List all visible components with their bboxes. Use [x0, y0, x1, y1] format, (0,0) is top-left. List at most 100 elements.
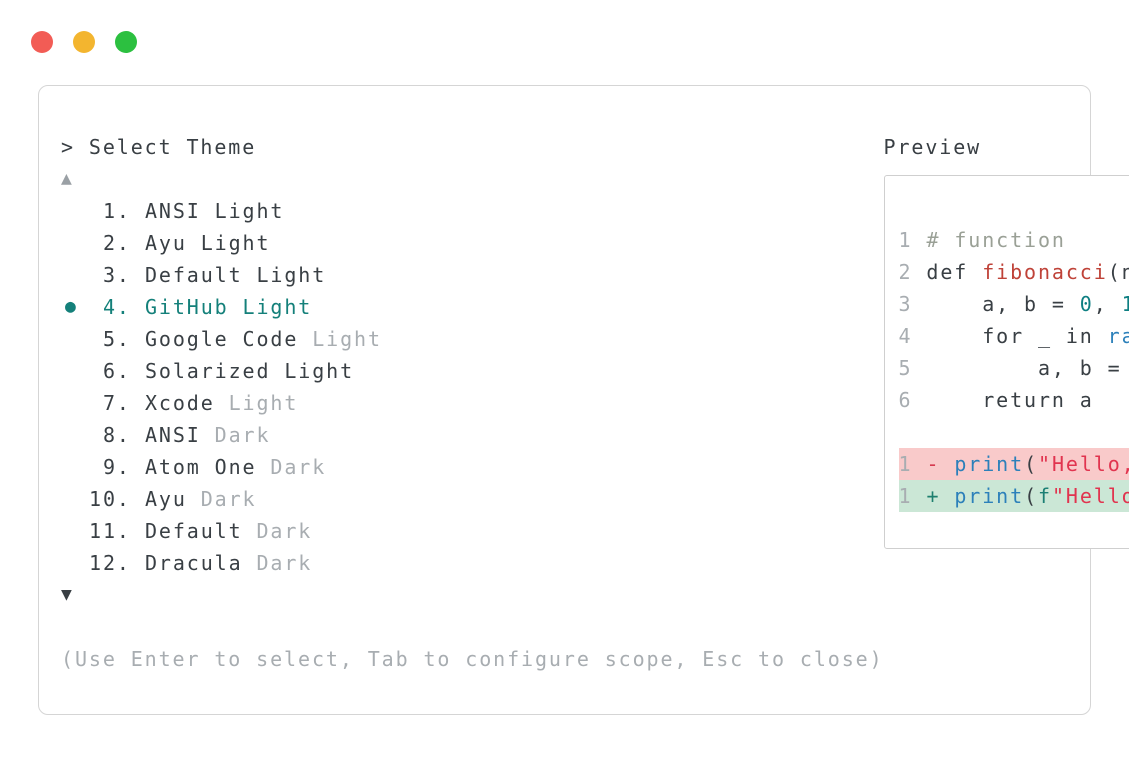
token-plain [912, 452, 926, 476]
bullet-placeholder [61, 483, 89, 515]
minimize-button[interactable] [73, 31, 95, 53]
theme-item-number: 2. [89, 231, 131, 255]
select-theme-prompt: > Select Theme [61, 135, 257, 159]
close-button[interactable] [31, 31, 53, 53]
theme-list-item[interactable]: 2. Ayu Light [61, 227, 884, 259]
token-comment: # function [926, 228, 1066, 252]
theme-list-item[interactable]: 7. Xcode Light [61, 387, 884, 419]
theme-item-number: 12. [89, 551, 131, 575]
token-lineno: 6 [898, 388, 913, 412]
token-number: 0 [1079, 292, 1094, 316]
diff-del-line: 1 - print("Hello, " + name) [898, 448, 1129, 480]
token-lineno: 1 [898, 452, 913, 476]
token-string: "Hello, " [1038, 452, 1129, 476]
theme-item-variant: Dark [256, 455, 327, 479]
token-func: fibonacci [982, 260, 1108, 284]
theme-item-name: Default [131, 519, 243, 543]
bullet-placeholder [61, 323, 89, 355]
bullet-placeholder [61, 195, 89, 227]
theme-item-name: Ayu [131, 487, 187, 511]
bullet-placeholder [61, 515, 89, 547]
theme-item-variant: Light [228, 295, 313, 319]
theme-list-item[interactable]: 8. ANSI Dark [61, 419, 884, 451]
bullet-placeholder [61, 227, 89, 259]
token-lineno: 2 [898, 260, 913, 284]
token-lineno: 4 [898, 324, 913, 348]
token-builtin: print [954, 484, 1025, 508]
code-line: 2 def fibonacci(n): [899, 256, 1129, 288]
theme-list-item[interactable]: 5. Google Code Light [61, 323, 884, 355]
theme-item-number: 8. [89, 423, 131, 447]
token-number: 1 [1122, 292, 1129, 316]
token-plain: a, b = [912, 292, 1080, 316]
token-builtin: print [954, 452, 1025, 476]
token-plain: (n): [1107, 260, 1129, 284]
keyboard-hint: (Use Enter to select, Tab to configure s… [61, 647, 884, 671]
theme-item-number: 3. [89, 263, 131, 287]
code-line: 6 return a [899, 384, 1129, 416]
code-line: 3 a, b = 0, 1 [899, 288, 1129, 320]
theme-list-item[interactable]: 10. Ayu Dark [61, 483, 884, 515]
scroll-down-icon[interactable]: ▼ [61, 584, 74, 605]
bullet-placeholder [61, 547, 89, 579]
code-line: 1 # function [899, 224, 1129, 256]
theme-list: 1. ANSI Light 2. Ayu Light 3. Default Li… [61, 195, 884, 579]
token-lineno: 3 [898, 292, 913, 316]
theme-item-name: Dracula [131, 551, 243, 575]
scroll-up-icon[interactable]: ▲ [61, 168, 74, 189]
token-lineno: 1 [898, 228, 913, 252]
token-fstring-prefix: f [1038, 484, 1052, 508]
token-plain [940, 452, 954, 476]
theme-list-item[interactable]: 1. ANSI Light [61, 195, 884, 227]
token-lineno: 1 [898, 484, 913, 508]
spacer [61, 611, 884, 643]
theme-item-variant: Dark [242, 519, 313, 543]
theme-item-variant: Dark [186, 487, 257, 511]
theme-item-number: 6. [89, 359, 131, 383]
theme-list-item[interactable]: 11. Default Dark [61, 515, 884, 547]
traffic-lights [0, 0, 1129, 53]
maximize-button[interactable] [115, 31, 137, 53]
theme-item-name: ANSI [131, 199, 201, 223]
code-line: 5 a, b = b, a + b [899, 352, 1129, 384]
theme-item-name: Atom One [131, 455, 257, 479]
token-plain: return a [912, 388, 1094, 412]
theme-item-variant: Dark [242, 551, 313, 575]
theme-item-variant: Light [298, 327, 382, 351]
bullet-placeholder [61, 387, 89, 419]
theme-list-item[interactable]: ● 4. GitHub Light [61, 291, 884, 323]
token-plain: def [912, 260, 983, 284]
bullet-placeholder [61, 259, 89, 291]
theme-item-name: ANSI [131, 423, 201, 447]
token-plain [912, 484, 926, 508]
theme-item-variant: Light [242, 263, 327, 287]
theme-list-item[interactable]: 3. Default Light [61, 259, 884, 291]
theme-list-item[interactable]: 6. Solarized Light [61, 355, 884, 387]
theme-item-name: Solarized [131, 359, 271, 383]
theme-list-item[interactable]: 9. Atom One Dark [61, 451, 884, 483]
token-plain: for _ in [912, 324, 1108, 348]
bullet-placeholder [61, 355, 89, 387]
theme-item-number: 1. [89, 199, 131, 223]
theme-item-variant: Light [270, 359, 355, 383]
preview-title: Preview [883, 135, 982, 159]
diff-add-line-highlight: 1 + print(f"Hello, {name}!") [898, 480, 1129, 512]
token-lineno: 5 [898, 356, 913, 380]
theme-list-column: > Select Theme ▲ 1. ANSI Light 2. Ayu Li… [61, 131, 884, 714]
token-del-sign: - [926, 452, 941, 476]
theme-item-number: 10. [89, 487, 131, 511]
theme-list-item[interactable]: 12. Dracula Dark [61, 547, 884, 579]
diff-del-line-highlight: 1 - print("Hello, " + name) [898, 448, 1129, 480]
diff-add-line: 1 + print(f"Hello, {name}!") [898, 480, 1129, 512]
token-plain: ( [1024, 484, 1039, 508]
theme-item-name: Default [131, 263, 243, 287]
theme-item-number: 4. [89, 295, 131, 319]
theme-item-name: Ayu [131, 231, 187, 255]
bullet-placeholder [61, 419, 89, 451]
theme-item-name: Xcode [131, 391, 215, 415]
theme-item-variant: Dark [200, 423, 271, 447]
theme-item-number: 5. [89, 327, 131, 351]
theme-item-name: Google Code [131, 327, 299, 351]
